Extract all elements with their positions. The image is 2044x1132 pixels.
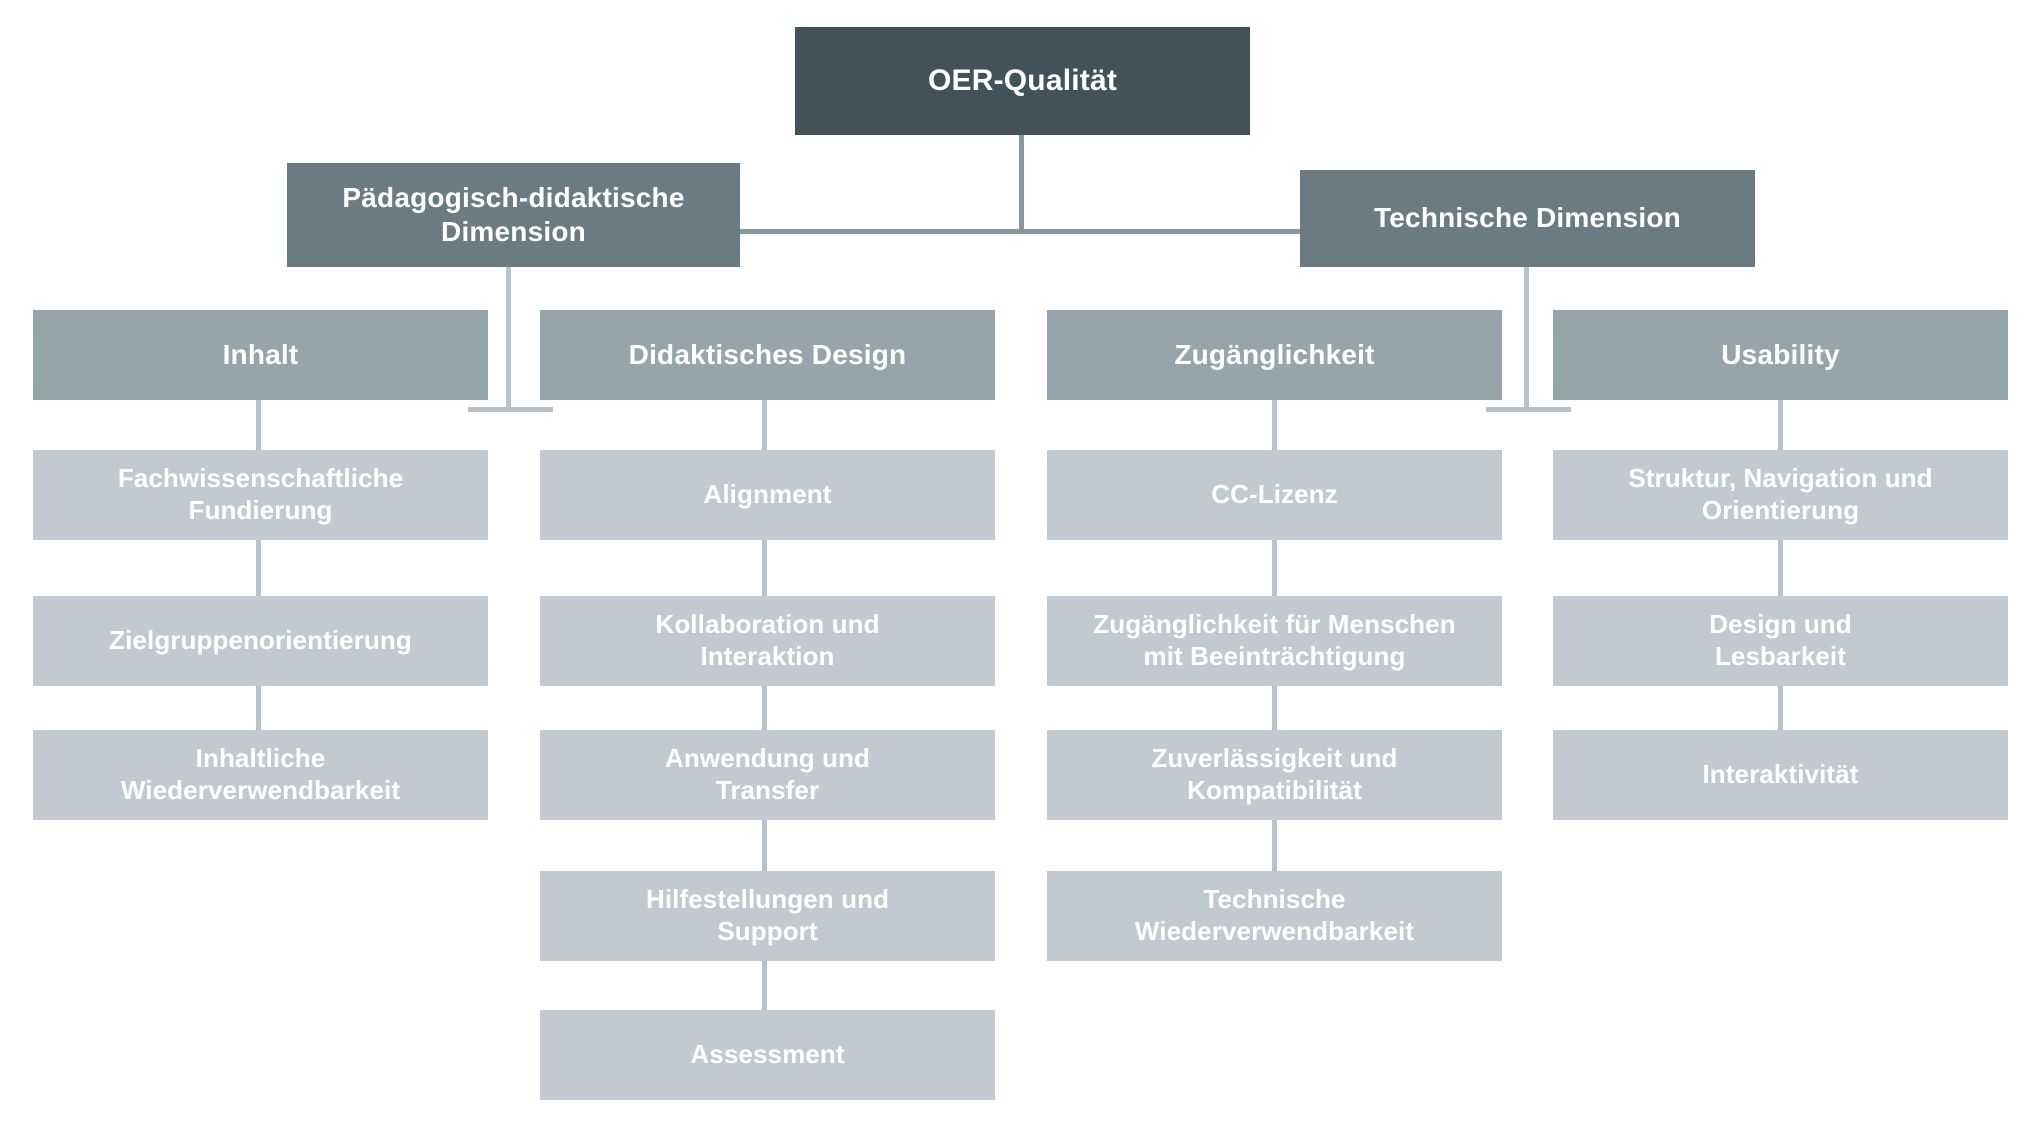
node-leaf-zielgruppenorientierung[interactable]: Zielgruppenorientierung xyxy=(33,596,488,686)
connector-left-category-crossbar xyxy=(468,407,553,412)
node-leaf-interaktivitaet[interactable]: Interaktivität xyxy=(1553,730,2008,820)
node-leaf-fachwissenschaftliche-fundierung[interactable]: Fachwissenschaftliche Fundierung xyxy=(33,450,488,540)
node-category-inhalt[interactable]: Inhalt xyxy=(33,310,488,400)
node-category-didaktisches-design[interactable]: Didaktisches Design xyxy=(540,310,995,400)
node-leaf-technische-wiederverwendbarkeit[interactable]: Technische Wiederverwendbarkeit xyxy=(1047,871,1502,961)
connector-root-stem xyxy=(1019,134,1024,234)
connector-right-dimension-stem xyxy=(1524,266,1529,412)
node-leaf-struktur-navigation-und-orientierung[interactable]: Struktur, Navigation und Orientierung xyxy=(1553,450,2008,540)
connector-left-dimension-stem xyxy=(506,266,511,412)
node-leaf-kollaboration-und-interaktion[interactable]: Kollaboration und Interaktion xyxy=(540,596,995,686)
node-leaf-assessment[interactable]: Assessment xyxy=(540,1010,995,1100)
node-leaf-alignment[interactable]: Alignment xyxy=(540,450,995,540)
node-category-zugaenglichkeit[interactable]: Zugänglichkeit xyxy=(1047,310,1502,400)
node-dimension-paedagogisch-didaktische[interactable]: Pädagogisch-didaktische Dimension xyxy=(287,163,740,267)
node-leaf-hilfestellungen-und-support[interactable]: Hilfestellungen und Support xyxy=(540,871,995,961)
node-root-oer-qualitaet[interactable]: OER-Qualität xyxy=(795,27,1250,135)
node-leaf-zuverlaessigkeit-und-kompatibilitaet[interactable]: Zuverlässigkeit und Kompatibilität xyxy=(1047,730,1502,820)
node-leaf-anwendung-und-transfer[interactable]: Anwendung und Transfer xyxy=(540,730,995,820)
node-category-usability[interactable]: Usability xyxy=(1553,310,2008,400)
node-leaf-cc-lizenz[interactable]: CC-Lizenz xyxy=(1047,450,1502,540)
node-leaf-zugaenglichkeit-fuer-menschen-mit-beeintraechtigung[interactable]: Zugänglichkeit für Menschen mit Beeinträ… xyxy=(1047,596,1502,686)
node-leaf-design-und-lesbarkeit[interactable]: Design und Lesbarkeit xyxy=(1553,596,2008,686)
node-leaf-inhaltliche-wiederverwendbarkeit[interactable]: Inhaltliche Wiederverwendbarkeit xyxy=(33,730,488,820)
connector-right-category-crossbar xyxy=(1486,407,1571,412)
node-dimension-technische[interactable]: Technische Dimension xyxy=(1300,170,1755,267)
connector-dimension-crossbar xyxy=(730,229,1310,234)
